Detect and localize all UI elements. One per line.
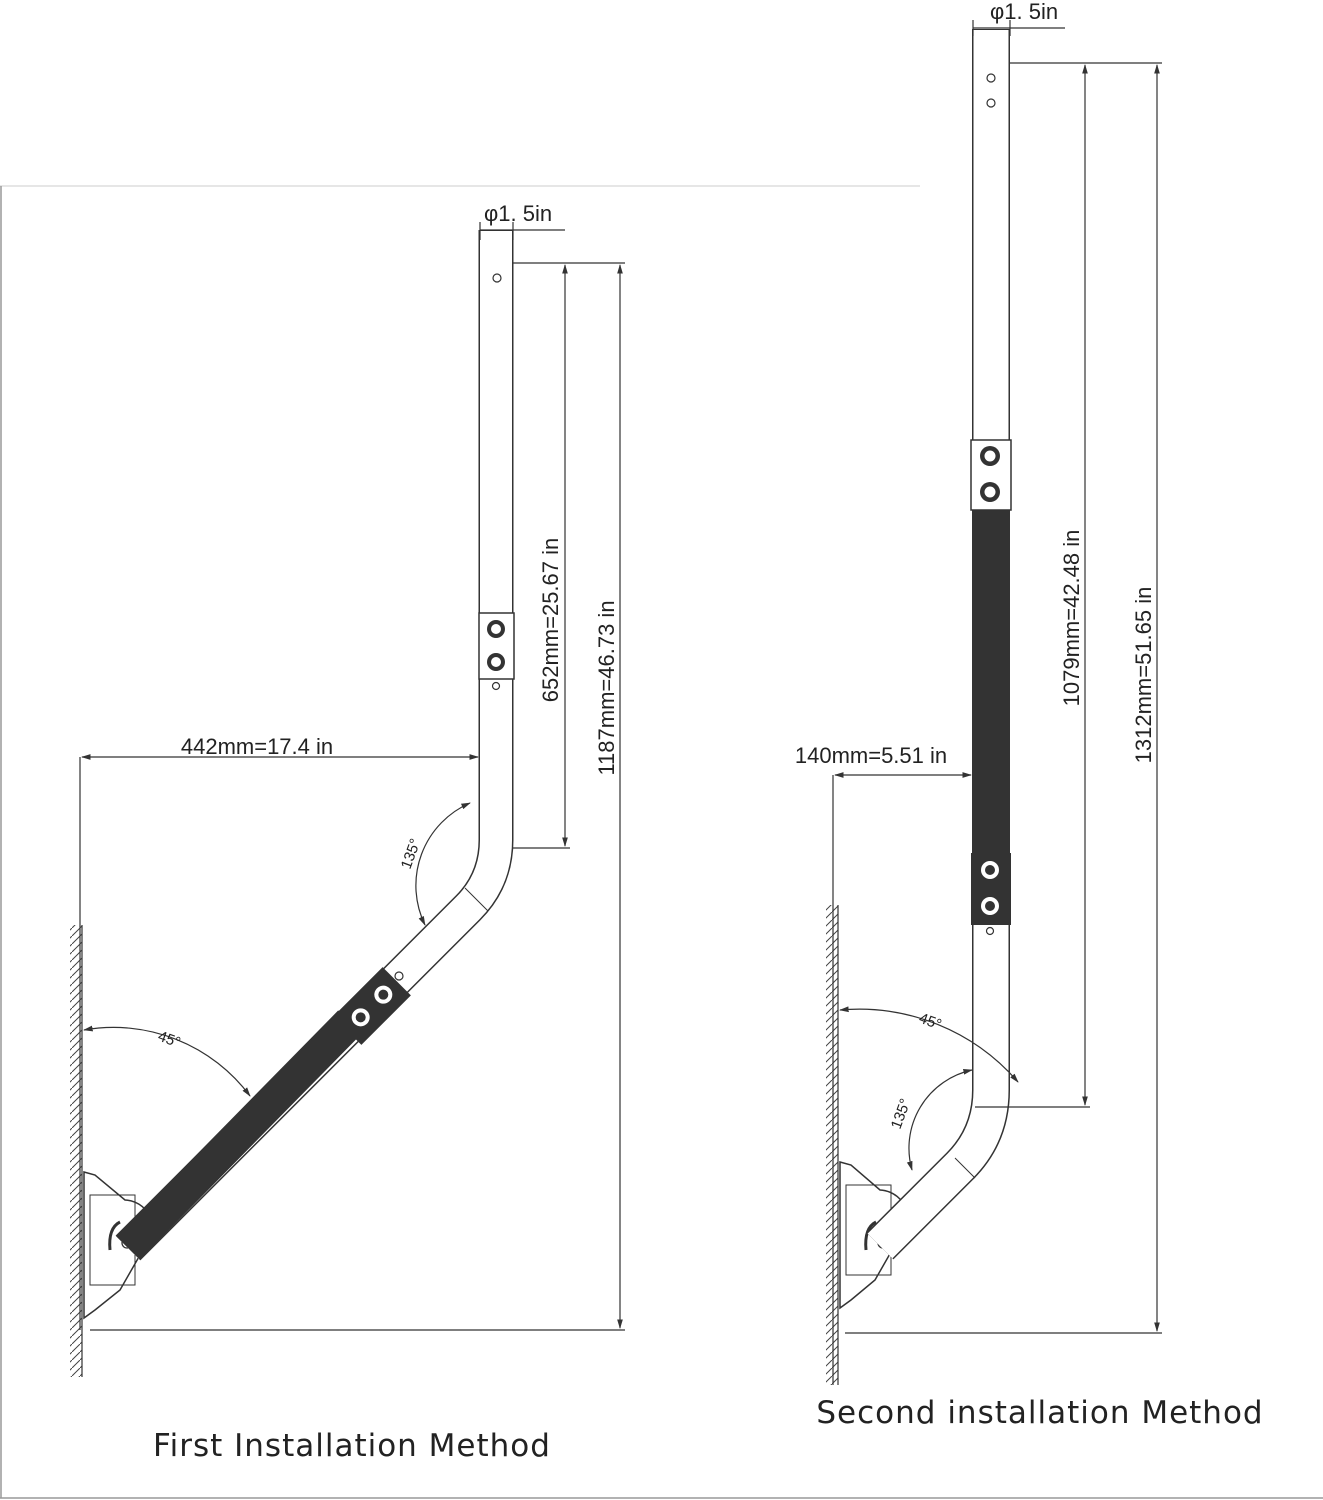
second-bend-angle-label: 135° <box>888 1096 915 1131</box>
first-method-caption: First Installation Method <box>153 1428 551 1464</box>
second-wall-angle-label: 45° <box>917 1010 944 1034</box>
second-method-caption: Second installation Method <box>816 1395 1263 1431</box>
dark-connector <box>333 967 411 1045</box>
first-bend-angle-label: 135° <box>398 836 425 871</box>
second-total-height-label: 1312mm=51.65 in <box>1131 587 1156 764</box>
dark-connector <box>971 853 1011 936</box>
first-offset-label: 442mm=17.4 in <box>181 734 333 759</box>
second-method-drawing <box>826 20 1162 1385</box>
connector <box>478 612 515 691</box>
first-wall-angle-label: 45° <box>156 1028 183 1052</box>
wall-hatch <box>826 905 838 1385</box>
dark-tube-section <box>972 510 1010 855</box>
wall-hatch <box>70 925 82 1377</box>
first-upper-length-label: 652mm=25.67 in <box>538 538 563 703</box>
first-diameter-label: φ1. 5in <box>484 201 552 226</box>
second-diameter-label: φ1. 5in <box>990 0 1058 24</box>
frame <box>0 185 1323 1499</box>
second-offset-label: 140mm=5.51 in <box>795 743 947 768</box>
first-method-drawing <box>70 222 625 1377</box>
connector <box>970 439 1012 511</box>
second-upper-length-label: 1079mm=42.48 in <box>1059 530 1084 707</box>
dark-tube-section <box>116 1010 362 1260</box>
first-total-height-label: 1187mm=46.73 in <box>594 600 619 775</box>
